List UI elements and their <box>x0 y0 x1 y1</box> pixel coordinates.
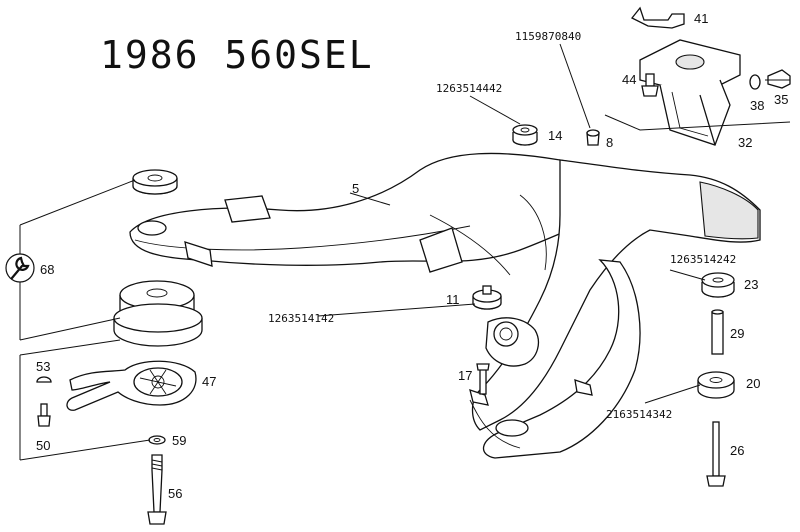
part-number-label: 2163514342 <box>606 408 672 421</box>
part-47-carrier <box>66 360 197 411</box>
callout-number: 17 <box>458 368 472 383</box>
callout-number: 59 <box>172 433 186 448</box>
part-38-washer <box>749 74 761 90</box>
part-number-label: 1263514142 <box>268 312 334 325</box>
part-14-mount <box>512 124 538 146</box>
part-68-top-mount <box>132 169 178 195</box>
diagram-title: 1986 560SEL <box>100 33 374 77</box>
callout-number: 8 <box>606 135 613 150</box>
part-44-bolt <box>641 73 659 97</box>
callout-number: 29 <box>730 326 744 341</box>
part-8-bushing <box>586 129 600 146</box>
callout-number: 38 <box>750 98 764 113</box>
callout-number: 44 <box>622 72 636 87</box>
part-number-label: 1263514242 <box>670 253 736 266</box>
rear-subframe <box>129 152 761 459</box>
part-32-bracket <box>639 39 741 146</box>
callout-number: 5 <box>352 181 359 196</box>
callout-number: 20 <box>746 376 760 391</box>
wrench-icon <box>5 253 35 283</box>
callout-number: 14 <box>548 128 562 143</box>
callout-number: 26 <box>730 443 744 458</box>
part-29-sleeve <box>711 309 724 355</box>
part-53-clip <box>36 376 52 383</box>
part-50-bolt <box>37 403 51 427</box>
callout-number: 53 <box>36 359 50 374</box>
part-23-mount <box>701 272 735 298</box>
callout-number: 41 <box>694 11 708 26</box>
callout-number: 35 <box>774 92 788 107</box>
part-56-bolt <box>147 454 167 525</box>
part-number-label: 1263514442 <box>436 82 502 95</box>
callout-number: 32 <box>738 135 752 150</box>
part-59-washer <box>148 435 166 445</box>
callout-number: 47 <box>202 374 216 389</box>
part-20-mount <box>697 371 735 399</box>
callout-number: 56 <box>168 486 182 501</box>
callout-number: 11 <box>446 292 460 307</box>
part-number-label: 1159870840 <box>515 30 581 43</box>
part-41-clip <box>630 6 685 29</box>
part-11-mount <box>472 285 502 310</box>
callout-number: 68 <box>40 262 54 277</box>
part-35-bolt <box>765 69 791 89</box>
callout-number: 23 <box>744 277 758 292</box>
part-26-bolt <box>706 421 726 487</box>
callout-number: 50 <box>36 438 50 453</box>
part-17-bolt <box>476 363 490 395</box>
part-68-large-mount <box>113 280 203 347</box>
